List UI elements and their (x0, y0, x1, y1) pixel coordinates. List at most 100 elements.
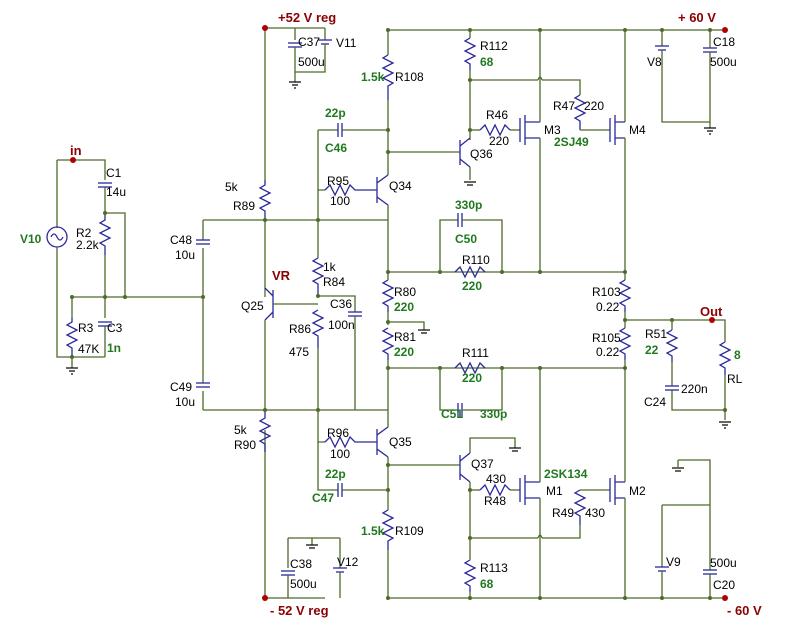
rl-value: 8 (734, 348, 741, 362)
v8-label: V8 (647, 55, 662, 69)
c49-label: C49 (170, 380, 192, 394)
c47-value: 22p (325, 467, 346, 481)
c38-label: C38 (290, 557, 312, 571)
c50-label: C50 (455, 232, 477, 246)
c3-label: C3 (107, 321, 123, 335)
r81-value: 220 (394, 345, 414, 359)
r48-label: R48 (484, 494, 506, 508)
m2-label: M2 (629, 484, 646, 498)
input-section: in C1 14u V10 R2 2.2k R3 47K C3 1n (20, 143, 205, 375)
v12-c38-block: C38 500u V12 (281, 537, 359, 598)
v10-label: V10 (20, 232, 42, 246)
upper-output: R112 68 R46 220 Q36 M3 R47 220 M4 2SJ49 (459, 28, 646, 274)
c46-label: C46 (325, 141, 347, 155)
r80-value: 220 (394, 300, 414, 314)
r51-label: R51 (645, 327, 667, 341)
c49-value: 10u (175, 395, 195, 409)
r89-value: 5k (225, 180, 239, 194)
r96-label: R96 (327, 426, 349, 440)
r86-label: R86 (289, 322, 311, 336)
c51-label: C51 (441, 407, 463, 421)
v9-c20-block: V9 500u C20 (655, 459, 737, 600)
r109-label: R109 (395, 524, 424, 538)
c24-label: C24 (644, 395, 666, 409)
r47-label: R47 (553, 99, 575, 113)
r108-value: 1.5k (361, 70, 385, 84)
v8-c18-block: V8 C18 500u (647, 28, 737, 135)
c24-value: 220n (681, 382, 708, 396)
r113-value: 68 (480, 577, 494, 591)
c36-label: C36 (330, 297, 352, 311)
pmos-part-label: 2SJ49 (554, 135, 589, 149)
m1-label: M1 (546, 484, 563, 498)
r86-value: 475 (289, 345, 309, 359)
q36-label: Q36 (470, 147, 493, 161)
m3-label: M3 (544, 123, 561, 137)
c51-value: 330p (480, 407, 507, 421)
r3-label: R3 (78, 321, 94, 335)
c36-value: 100n (328, 318, 355, 332)
lower-vas: R96 100 Q35 22p C47 1.5k R109 (312, 368, 460, 600)
rail-labels: +52 V reg - 52 V reg + 60 V - 60 V (262, 10, 762, 618)
r89-label: R89 (233, 199, 255, 213)
c18-value: 500u (710, 55, 737, 69)
r3-value: 47K (78, 342, 99, 356)
pos-60-label: + 60 V (678, 10, 716, 25)
r105-value: 0.22 (596, 345, 620, 359)
r46-label: R46 (486, 108, 508, 122)
r112-label: R112 (480, 39, 508, 53)
nmos-part-label: 2SK134 (544, 467, 588, 481)
r49-label: R49 (552, 506, 574, 520)
neg-52-reg-label: - 52 V reg (270, 603, 329, 618)
v11-c37-block: C37 500u V11 (288, 28, 357, 89)
r103-value: 0.22 (596, 300, 620, 314)
r105-label: R105 (592, 331, 621, 345)
r80-label: R80 (394, 285, 416, 299)
r51-value: 22 (645, 343, 659, 357)
q37-label: Q37 (471, 457, 494, 471)
r2-label: R2 (76, 226, 92, 240)
r108-label: R108 (395, 70, 424, 84)
r96-value: 100 (330, 447, 350, 461)
upper-vas: 22p C46 R95 100 Q34 1.5k R108 (317, 28, 460, 272)
c38-value: 500u (290, 577, 317, 591)
r48-value: 430 (486, 472, 506, 486)
rl-label: RL (727, 372, 743, 386)
node-in-label: in (70, 143, 82, 158)
c20-value: 500u (710, 556, 737, 570)
c20-label: C20 (713, 578, 735, 592)
r49-value: 430 (585, 506, 605, 520)
neg-60-label: - 60 V (727, 603, 762, 618)
r110-value: 220 (462, 279, 482, 293)
r90-label: R90 (234, 438, 256, 452)
r81-label: R81 (394, 330, 416, 344)
c1-value: 14u (106, 185, 126, 199)
r84-label: R84 (323, 275, 345, 289)
node-vr-label: VR (272, 268, 291, 283)
r109-value: 1.5k (361, 524, 385, 538)
c48-label: C48 (170, 233, 192, 247)
r46-value: 220 (489, 134, 509, 148)
lower-output: Q37 430 R48 M1 R49 430 M2 2SK134 R113 68 (459, 366, 646, 600)
supply-rails (264, 27, 725, 599)
r103-label: R103 (592, 285, 621, 299)
v11-label: V11 (336, 36, 357, 50)
m4-label: M4 (629, 123, 646, 137)
c48-value: 10u (175, 248, 195, 262)
bias-network: 330p C50 R110 220 R80 220 R81 220 R111 2… (381, 198, 625, 421)
v12-label: V12 (337, 555, 359, 569)
r90-value: 5k (234, 423, 248, 437)
c1-label: C1 (106, 166, 122, 180)
r110-label: R110 (462, 253, 490, 267)
node-out-label: Out (700, 304, 723, 319)
q25-label: Q25 (241, 299, 264, 313)
c37-value: 500u (298, 55, 325, 69)
v9-label: V9 (666, 555, 681, 569)
r112-value: 68 (480, 55, 494, 69)
bias-section: C48 10u C49 10u 5k R89 5k R90 VR Q25 1k … (170, 180, 388, 452)
r95-value: 100 (330, 194, 350, 208)
pos-52-reg-label: +52 V reg (278, 10, 336, 25)
c47-label: C47 (312, 491, 334, 505)
r113-label: R113 (480, 561, 508, 575)
